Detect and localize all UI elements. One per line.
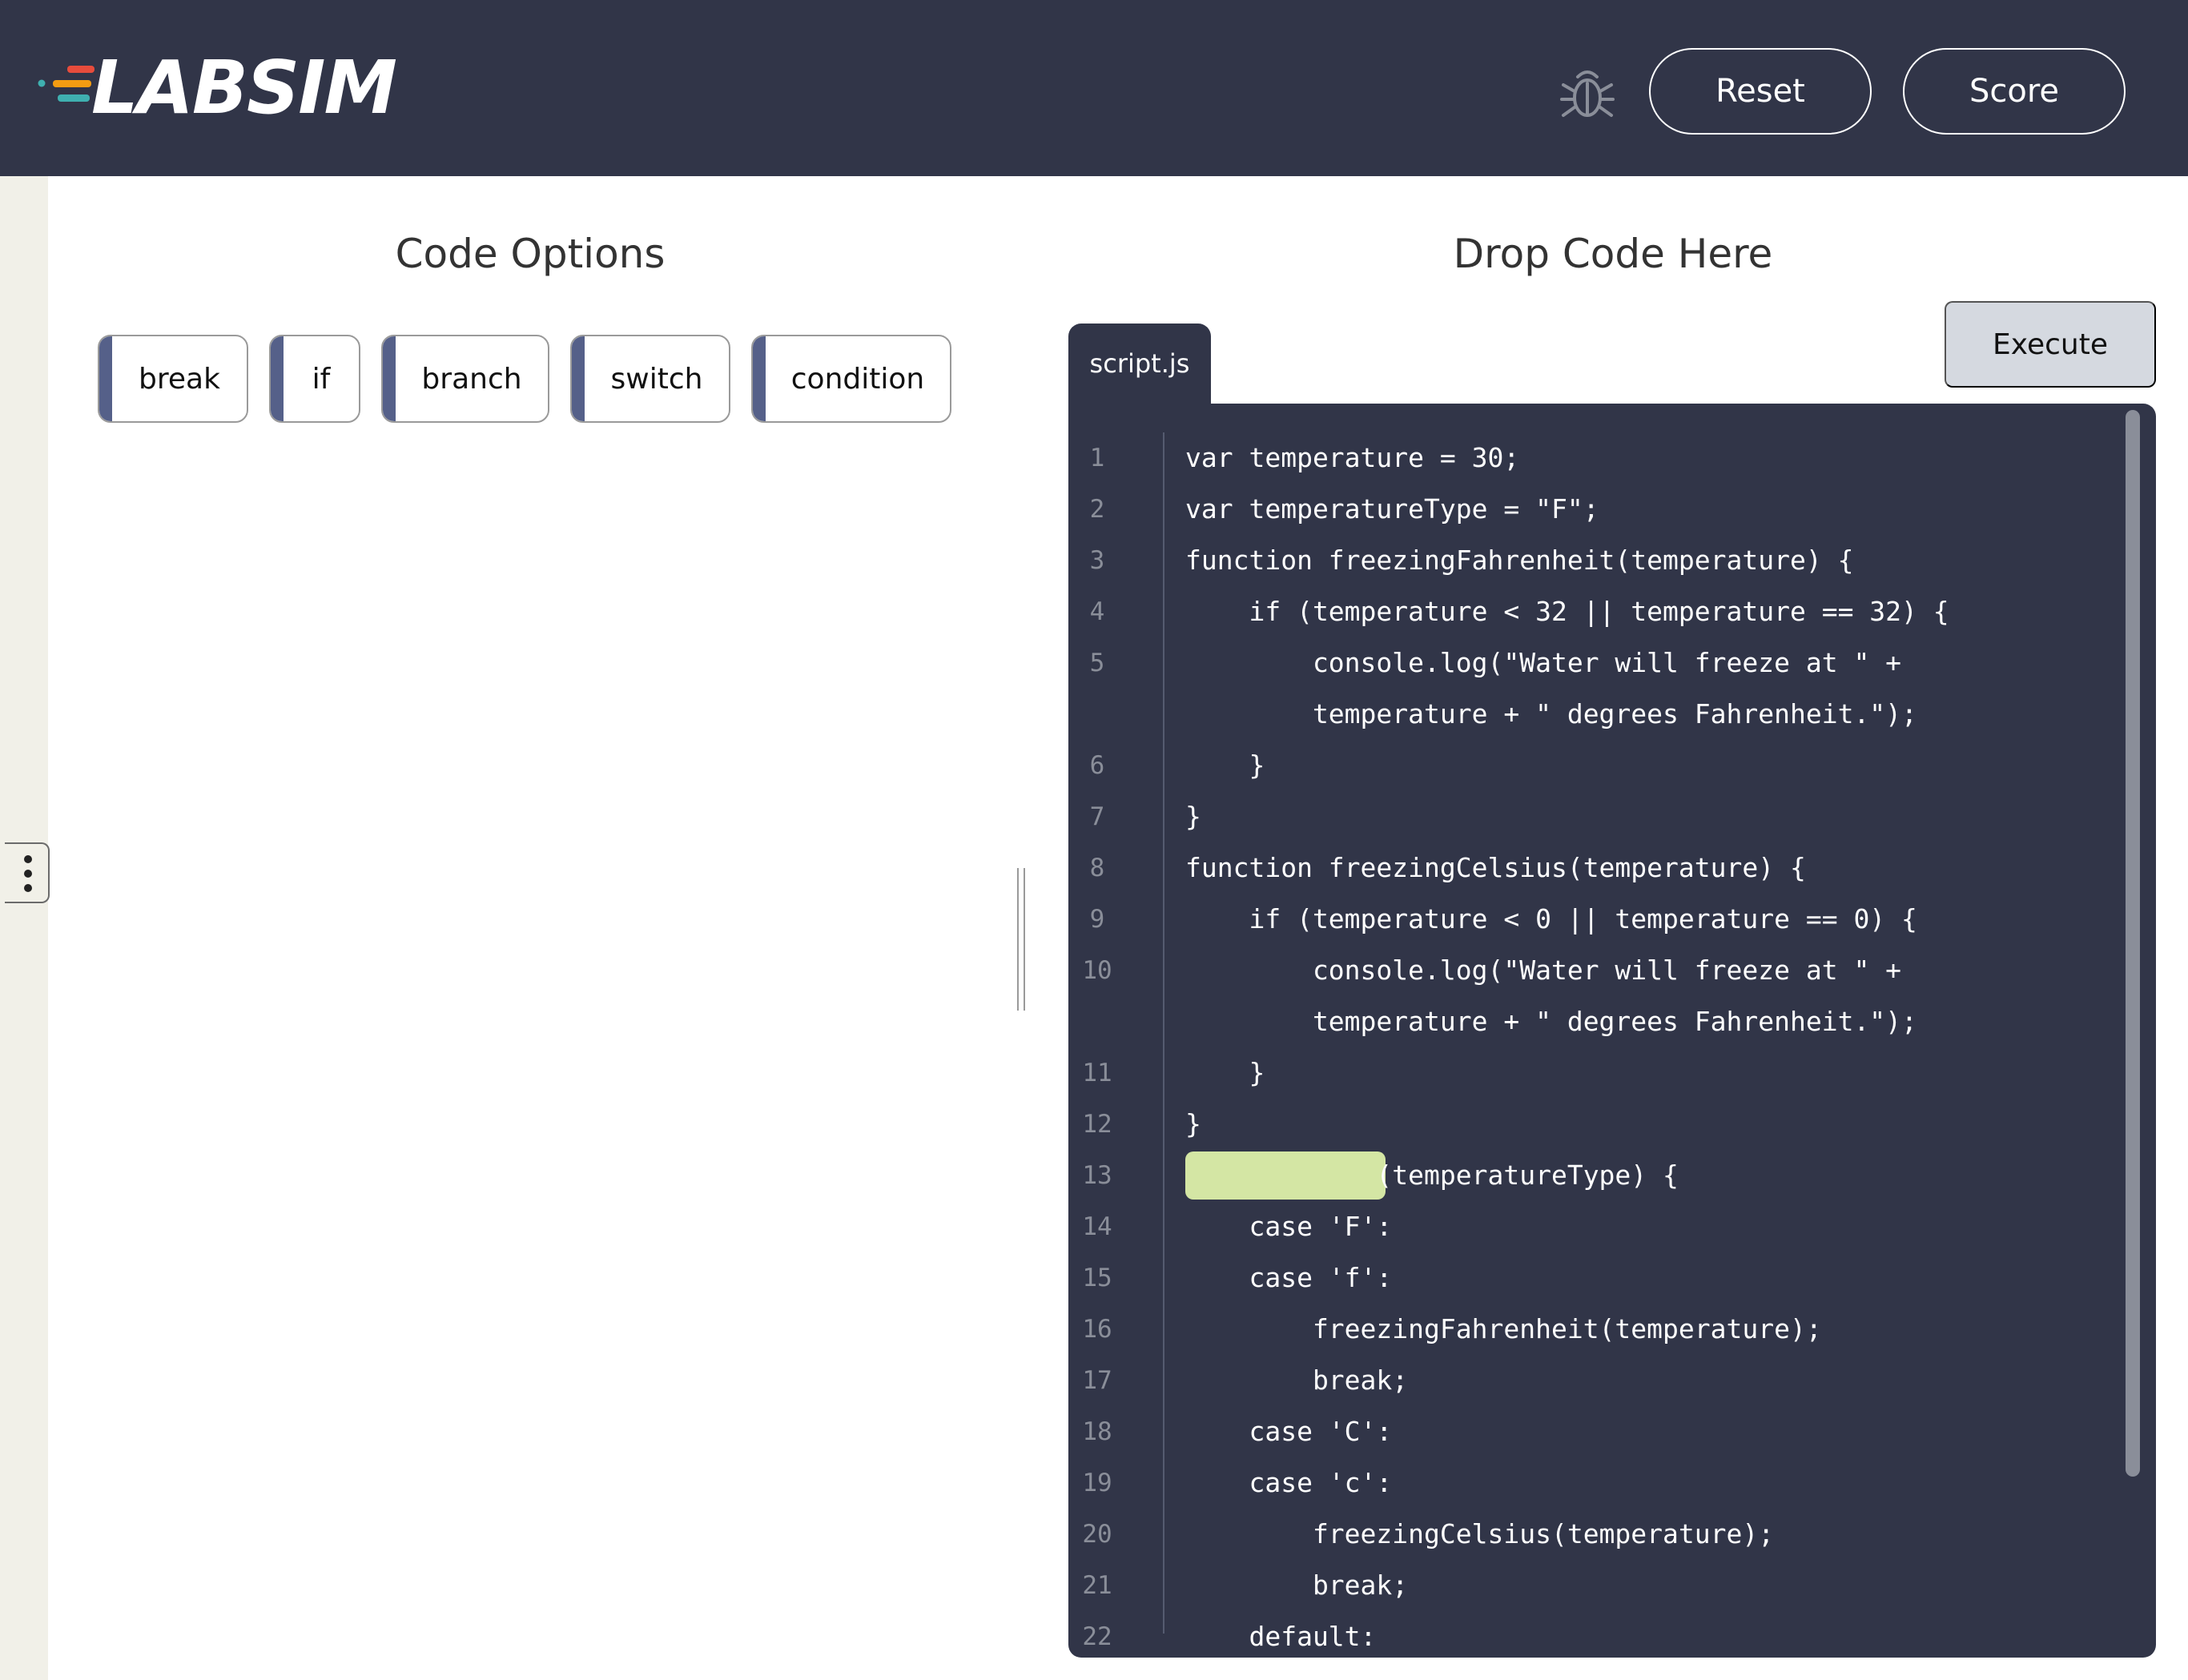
line-number: 7: [1089, 802, 1105, 831]
line-number: 5: [1089, 649, 1105, 677]
line-number: 22: [1082, 1622, 1112, 1651]
code-text: if (temperature < 0 || temperature == 0)…: [1185, 903, 1917, 934]
code-line: 6 }: [1068, 740, 2110, 791]
side-panel-strip: [0, 176, 48, 1680]
code-text: default:: [1185, 1621, 1377, 1652]
score-button[interactable]: Score: [1903, 48, 2126, 135]
panel-resize-handle[interactable]: [1017, 868, 1025, 1011]
code-text: }: [1185, 750, 1265, 781]
line-number: 20: [1082, 1520, 1112, 1549]
code-line: 13 (temperatureType) {: [1068, 1150, 2110, 1201]
code-line: 17 break;: [1068, 1355, 2110, 1406]
code-text: temperature + " degrees Fahrenheit.");: [1185, 1006, 1917, 1037]
code-text: }: [1185, 1108, 1201, 1139]
code-line: 10 console.log("Water will freeze at " +: [1068, 945, 2110, 996]
line-number: 17: [1082, 1366, 1112, 1395]
reset-button[interactable]: Reset: [1649, 48, 1872, 135]
code-text: case 'f':: [1185, 1262, 1393, 1293]
logo-speed-lines-icon: [38, 66, 95, 102]
code-editor[interactable]: 1 var temperature = 30; 2 var temperatureTy…: [1068, 404, 2156, 1658]
code-text: (temperatureType) {: [1185, 1160, 1679, 1191]
line-number: 1: [1089, 444, 1105, 472]
code-line: 5 console.log("Water will freeze at " +: [1068, 637, 2110, 689]
line-number: 13: [1082, 1161, 1112, 1190]
line-number: 9: [1089, 905, 1105, 934]
code-text: temperature + " degrees Fahrenheit.");: [1185, 698, 1917, 729]
code-line: temperature + " degrees Fahrenheit.");: [1068, 996, 2110, 1047]
code-text: case 'C':: [1185, 1416, 1393, 1447]
code-line: 16 freezingFahrenheit(temperature);: [1068, 1304, 2110, 1355]
side-panel-toggle-icon[interactable]: [5, 842, 50, 903]
line-number: 6: [1089, 751, 1105, 780]
code-text: freezingFahrenheit(temperature);: [1185, 1313, 1822, 1344]
code-line: 19 case 'c':: [1068, 1457, 2110, 1509]
code-line: 14 case 'F':: [1068, 1201, 2110, 1252]
line-number: 19: [1082, 1469, 1112, 1497]
line-number: 10: [1082, 956, 1112, 985]
line-number: 15: [1082, 1264, 1112, 1292]
option-condition[interactable]: condition: [751, 335, 951, 423]
line-number: 12: [1082, 1110, 1112, 1139]
code-text: }: [1185, 1057, 1265, 1088]
code-text: break;: [1185, 1569, 1409, 1601]
code-line: 21 break;: [1068, 1560, 2110, 1611]
code-text: function freezingCelsius(temperature) {: [1185, 852, 1806, 883]
code-line: 22 default:: [1068, 1611, 2110, 1658]
code-line: 8 function freezingCelsius(temperature) {: [1068, 842, 2110, 894]
option-break[interactable]: break: [98, 335, 248, 423]
line-number: 4: [1089, 597, 1105, 626]
code-text: function freezingFahrenheit(temperature)…: [1185, 545, 1854, 576]
code-text: case 'c':: [1185, 1467, 1393, 1498]
code-line: 9 if (temperature < 0 || temperature == …: [1068, 894, 2110, 945]
line-number: 8: [1089, 854, 1105, 882]
code-text: var temperature = 30;: [1185, 442, 1520, 473]
code-options-title: Code Options: [395, 231, 666, 277]
code-text: console.log("Water will freeze at " +: [1185, 647, 1902, 678]
code-text: case 'F':: [1185, 1211, 1393, 1242]
code-line: 15 case 'f':: [1068, 1252, 2110, 1304]
line-number: 18: [1082, 1417, 1112, 1446]
gutter-divider: [1163, 432, 1164, 1634]
code-line: temperature + " degrees Fahrenheit.");: [1068, 689, 2110, 740]
code-line: 18 case 'C':: [1068, 1406, 2110, 1457]
code-text: if (temperature < 32 || temperature == 3…: [1185, 596, 1949, 627]
code-line: 12}: [1068, 1099, 2110, 1150]
option-if[interactable]: if: [269, 335, 360, 423]
line-number: 3: [1089, 546, 1105, 575]
execute-button[interactable]: Execute: [1945, 301, 2156, 388]
code-line: 1 var temperature = 30;: [1068, 432, 2110, 484]
option-branch[interactable]: branch: [381, 335, 549, 423]
code-text: freezingCelsius(temperature);: [1185, 1518, 1775, 1549]
code-text: console.log("Water will freeze at " +: [1185, 955, 1902, 986]
option-switch[interactable]: switch: [570, 335, 730, 423]
line-number: 11: [1082, 1059, 1112, 1087]
code-line: 20 freezingCelsius(temperature);: [1068, 1509, 2110, 1560]
line-number: 16: [1082, 1315, 1112, 1344]
code-text: var temperatureType = "F";: [1185, 493, 1599, 524]
code-line: 11 }: [1068, 1047, 2110, 1099]
drop-code-title: Drop Code Here: [1453, 231, 1773, 277]
code-line: 7}: [1068, 791, 2110, 842]
code-line: 3 function freezingFahrenheit(temperature…: [1068, 535, 2110, 586]
code-drop-slot[interactable]: [1185, 1151, 1386, 1200]
bug-icon[interactable]: [1557, 64, 1618, 122]
logo-text: LABSIM: [91, 45, 397, 131]
line-number: 2: [1089, 495, 1105, 524]
code-text: break;: [1185, 1364, 1409, 1396]
line-number: 21: [1082, 1571, 1112, 1600]
code-line: 2 var temperatureType = "F";: [1068, 484, 2110, 535]
code-line: 4 if (temperature < 32 || temperature ==…: [1068, 586, 2110, 637]
code-text: }: [1185, 801, 1201, 832]
tab-script-js[interactable]: script.js: [1068, 324, 1211, 404]
editor-scrollbar[interactable]: [2126, 410, 2140, 1477]
app-header: LABSIM Reset Score: [0, 0, 2188, 176]
line-number: 14: [1082, 1212, 1112, 1241]
